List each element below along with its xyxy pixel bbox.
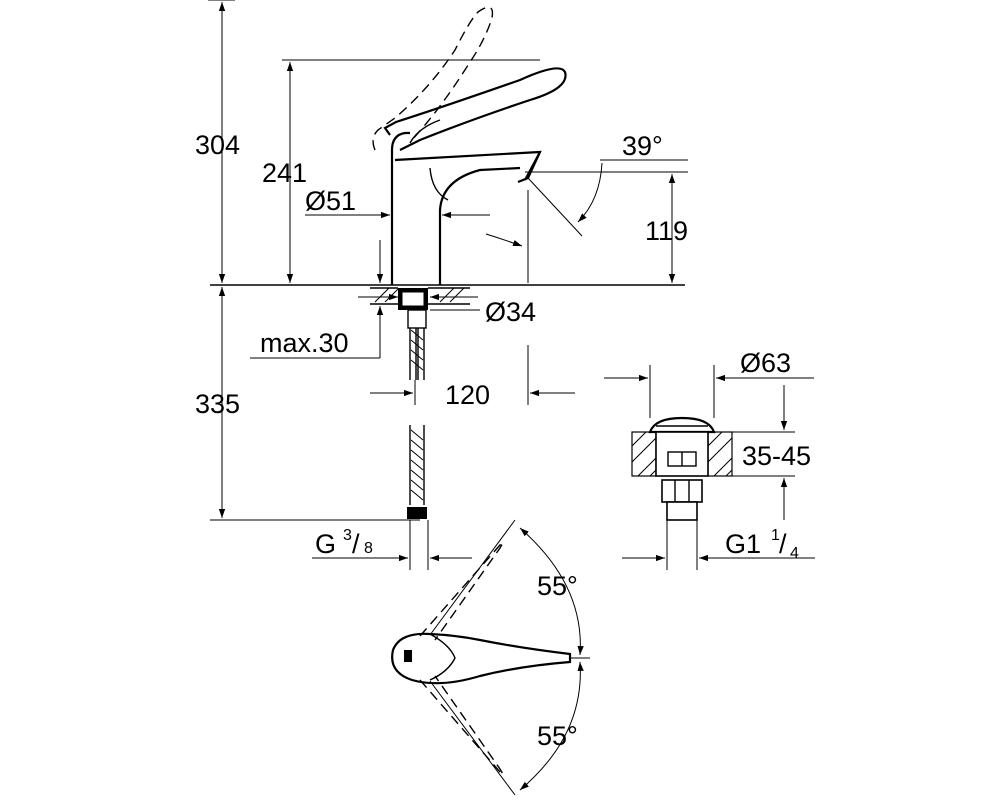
- dim-waste-thread: G1 1 / 4: [622, 520, 815, 570]
- dim-base-diameter: Ø34: [358, 293, 536, 327]
- dim-63-label: Ø63: [740, 348, 791, 378]
- dim-335-label: 335: [195, 389, 240, 419]
- dim-241-label: 241: [262, 158, 307, 188]
- dim-51-label: Ø51: [305, 186, 356, 216]
- dim-119-label: 119: [645, 216, 688, 246]
- dim-waste-range: 35-45: [732, 385, 811, 520]
- dim-g114-label: G1: [725, 529, 761, 559]
- dim-waste-diameter: Ø63: [604, 348, 814, 418]
- dim-g114-den: 4: [790, 545, 799, 562]
- dim-below-height: 335: [195, 287, 420, 521]
- dim-lever-angle: 39°: [525, 131, 688, 237]
- dim-g38-den: 8: [364, 540, 373, 557]
- dim-120-label: 120: [445, 380, 490, 410]
- dim-spout-height: 241: [262, 59, 540, 283]
- dim-max30-label: max.30: [260, 328, 349, 358]
- mounting-section: [370, 287, 470, 519]
- dim-outlet-height: 119: [485, 171, 688, 283]
- dim-g38-num: 3: [343, 527, 352, 544]
- dim-55-top-label: 55°: [537, 571, 578, 601]
- dim-projection: 120: [370, 345, 575, 410]
- waste-fitting: [631, 416, 733, 521]
- dim-g114-num: 1: [771, 527, 780, 544]
- dim-304-label: 304: [195, 130, 240, 160]
- dim-g38-slash: /: [352, 529, 360, 559]
- faucet-side-view: [372, 6, 567, 285]
- dim-body-diameter: Ø51: [305, 186, 490, 219]
- dim-g38-label: G: [315, 529, 336, 559]
- faucet-top-view: 55° 55°: [391, 519, 590, 796]
- dim-g114-slash: /: [779, 529, 787, 559]
- dim-total-height: 304: [195, 0, 240, 283]
- dim-55-bottom-label: 55°: [537, 721, 578, 751]
- dim-3545-label: 35-45: [742, 441, 811, 471]
- dim-39-label: 39°: [622, 131, 663, 161]
- dim-connection-thread: G 3 / 8: [312, 520, 472, 570]
- dim-max-thickness: max.30: [250, 240, 384, 359]
- dim-34-label: Ø34: [485, 297, 536, 327]
